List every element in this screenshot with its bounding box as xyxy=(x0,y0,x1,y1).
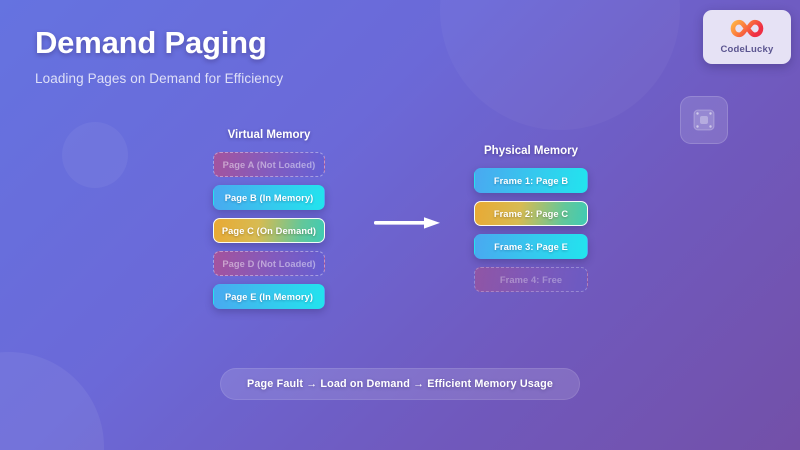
decor-circle-bottom-left xyxy=(0,352,104,450)
memory-block[interactable]: Page E (In Memory) xyxy=(213,284,325,309)
slide-header: Demand Paging Loading Pages on Demand fo… xyxy=(35,25,284,87)
memory-block[interactable]: Frame 4: Free xyxy=(474,267,588,292)
decor-circle-top-right xyxy=(440,0,680,130)
memory-block[interactable]: Page B (In Memory) xyxy=(213,185,325,210)
memory-block[interactable]: Frame 1: Page B xyxy=(474,168,588,193)
page-title: Demand Paging xyxy=(35,25,267,60)
column-virtual-memory: Virtual Memory Page A (Not Loaded) Page … xyxy=(213,129,325,309)
column-title-physical: Physical Memory xyxy=(484,145,578,157)
decor-circle-left xyxy=(62,122,128,188)
codelucky-logo-card: CodeLucky xyxy=(703,10,791,64)
summary-caption: Page Fault → Load on Demand → Efficient … xyxy=(220,368,580,400)
arrow-right-icon xyxy=(374,215,442,231)
column-physical-memory: Physical Memory Frame 1: Page B Frame 2:… xyxy=(474,145,588,292)
memory-block[interactable]: Page C (On Demand) xyxy=(213,218,325,243)
memory-block[interactable]: Frame 2: Page C xyxy=(474,201,588,226)
column-title-virtual: Virtual Memory xyxy=(227,129,311,141)
memory-block[interactable]: Page D (Not Loaded) xyxy=(213,251,325,276)
infinity-icon xyxy=(730,19,764,43)
memory-chip-icon xyxy=(680,96,728,144)
virtual-memory-page-list: Page A (Not Loaded) Page B (In Memory) P… xyxy=(213,152,325,309)
page-subtitle: Loading Pages on Demand for Efficiency xyxy=(35,71,284,87)
memory-block[interactable]: Page A (Not Loaded) xyxy=(213,152,325,177)
logo-wordmark: CodeLucky xyxy=(720,44,774,55)
physical-memory-frame-list: Frame 1: Page B Frame 2: Page C Frame 3:… xyxy=(474,168,588,292)
memory-block[interactable]: Frame 3: Page E xyxy=(474,234,588,259)
